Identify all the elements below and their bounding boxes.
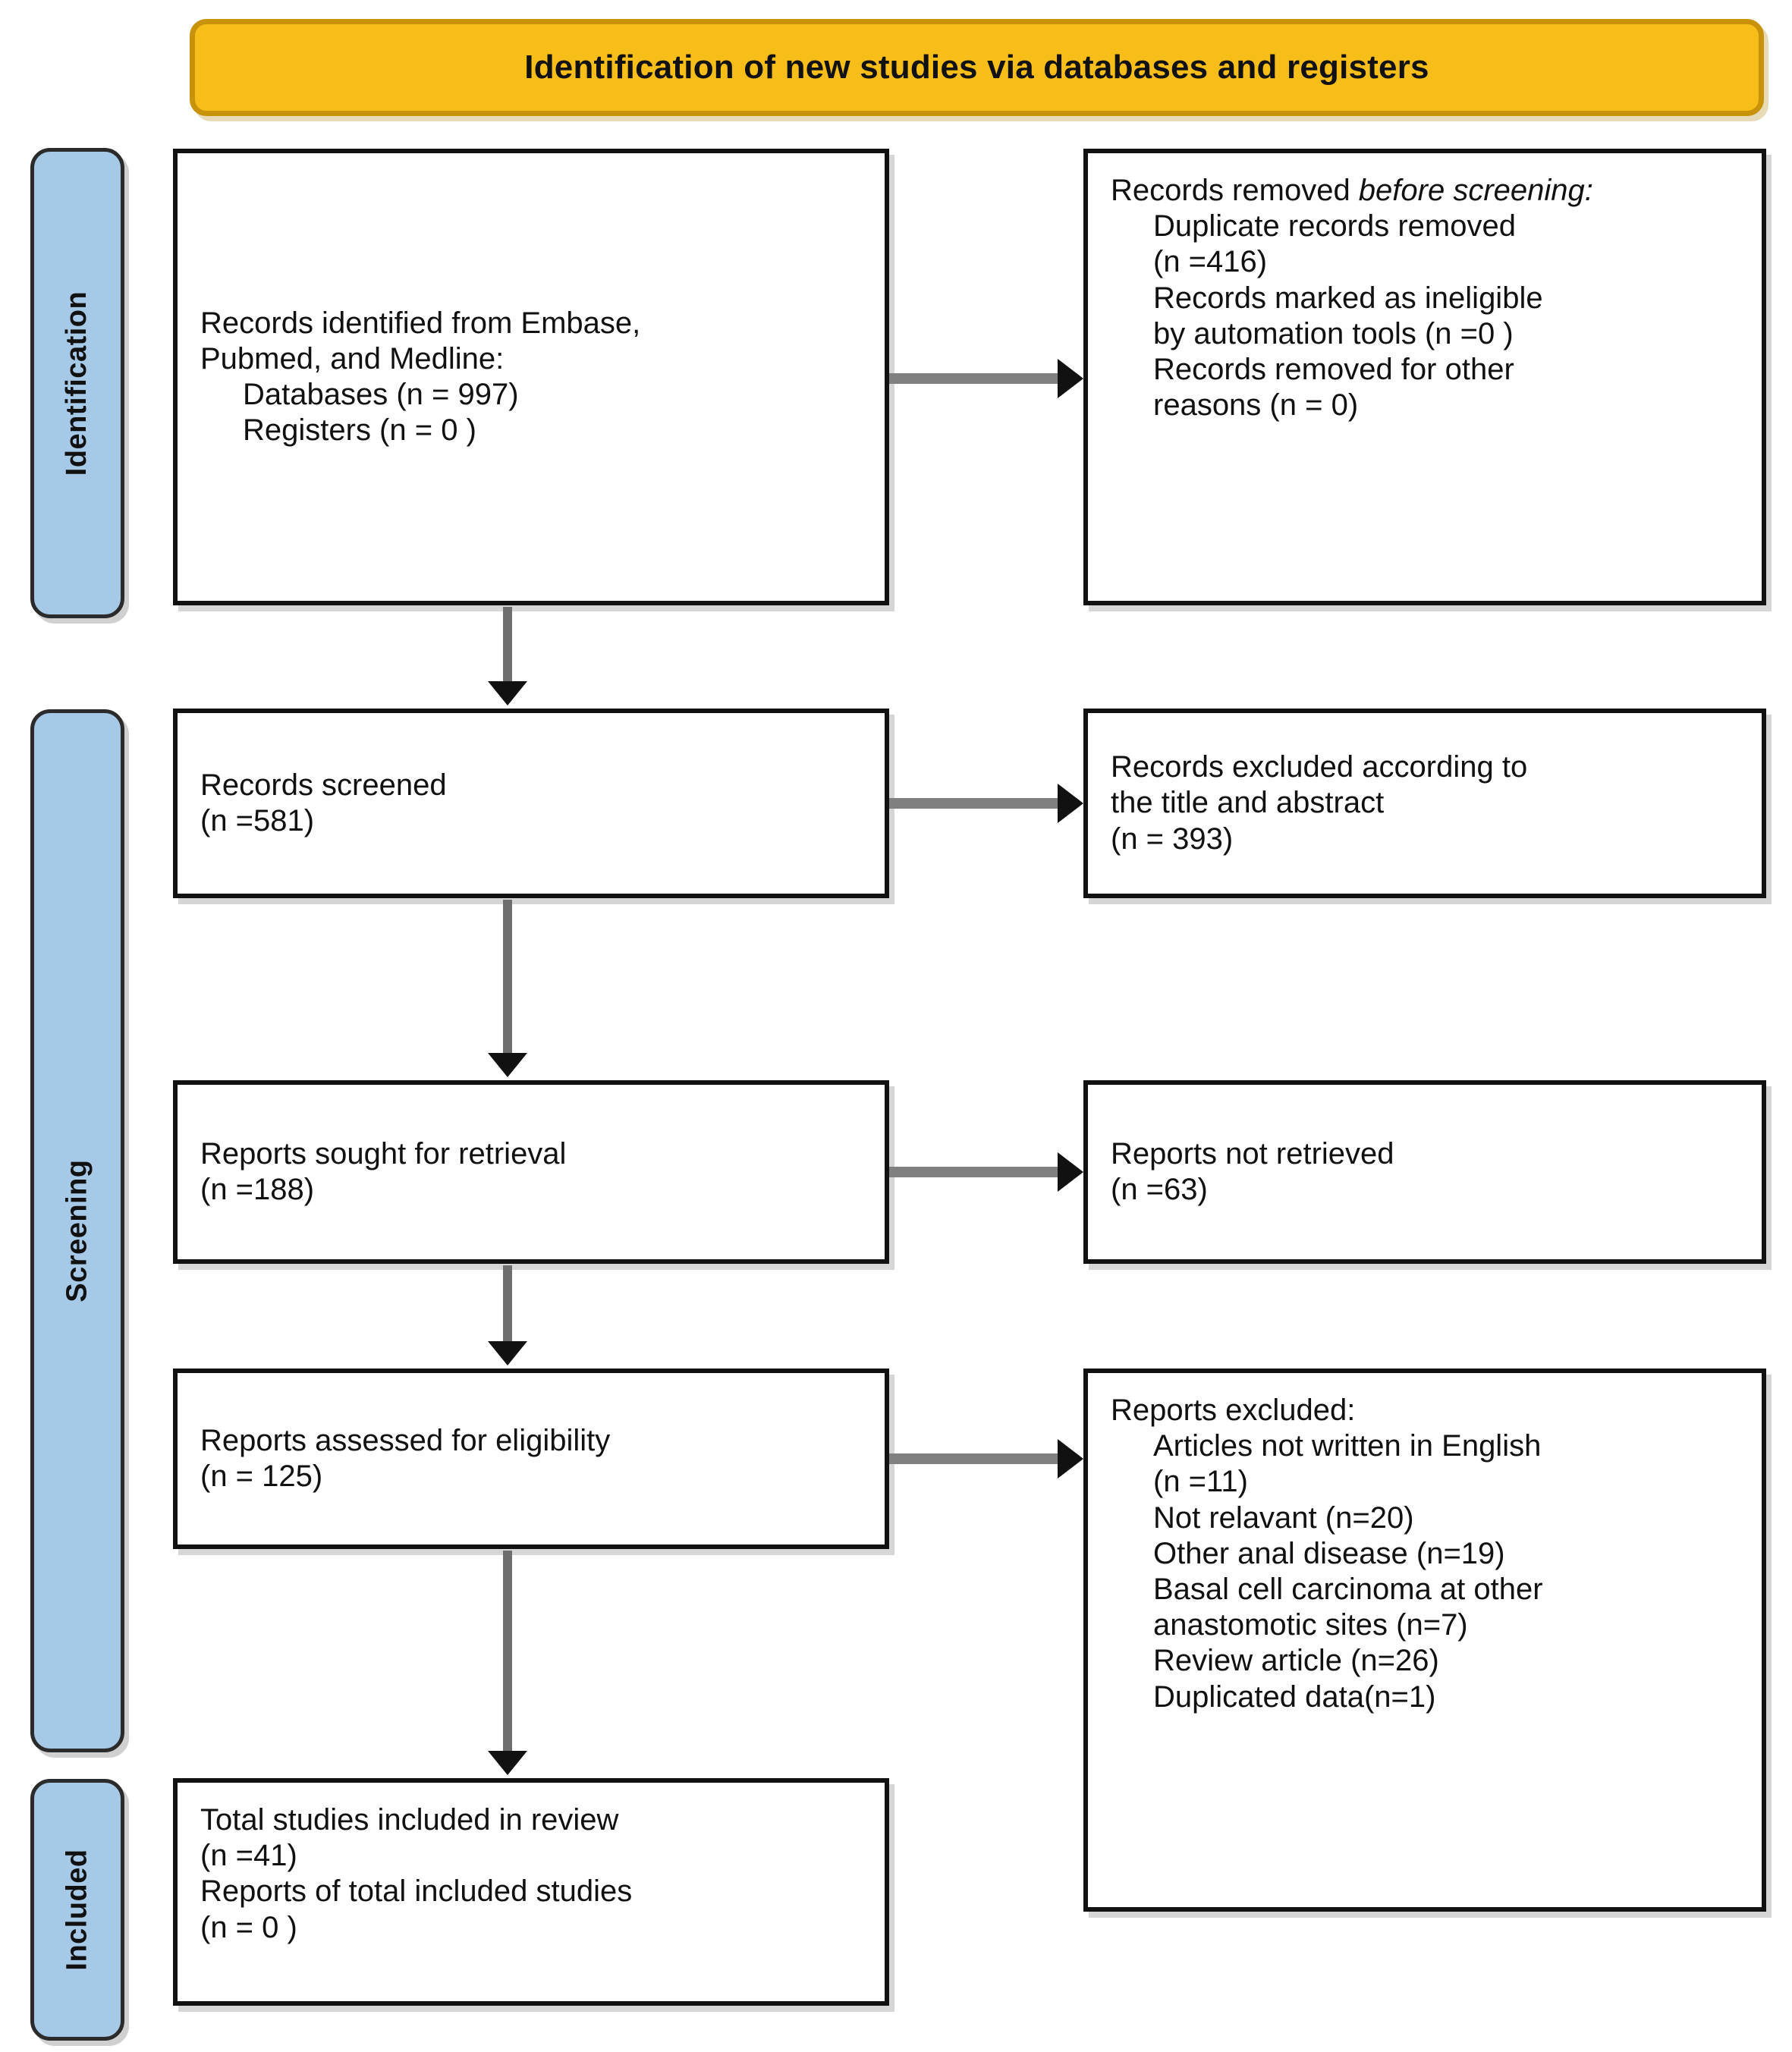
node-reports-sought-line-2: (n =188) <box>200 1173 315 1206</box>
node-reports-not-retrieved: Reports not retrieved (n =63) <box>1083 1080 1766 1264</box>
node-records-identified-line-4: Registers (n = 0 ) <box>243 413 476 448</box>
node-reports-excluded-line-5: Basal cell carcinoma at other <box>1153 1572 1543 1606</box>
node-reports-excluded-line-3: Not relavant (n=20) <box>1153 1501 1414 1535</box>
phase-tab-identification: Identification <box>30 148 124 618</box>
arrow-sought-to-assessed-icon <box>503 1265 512 1344</box>
node-reports-sought-for-retrieval: Reports sought for retrieval (n =188) <box>173 1080 889 1264</box>
node-reports-assessed-line-1: Reports assessed for eligibility <box>200 1423 611 1457</box>
node-total-studies-included-line-4: (n = 0 ) <box>200 1910 297 1944</box>
node-records-identified-line-1: Records identified from Embase, <box>200 306 641 340</box>
phase-tab-screening: Screening <box>30 709 124 1752</box>
node-records-screened-line-1: Records screened <box>200 768 447 802</box>
node-records-removed-line-6: reasons (n = 0) <box>1153 388 1359 423</box>
phase-tab-identification-label: Identification <box>61 291 93 476</box>
phase-tab-included: Included <box>30 1779 124 2041</box>
node-reports-not-retrieved-line-1: Reports not retrieved <box>1111 1136 1394 1171</box>
node-records-excluded-title-abstract: Records excluded according to the title … <box>1083 709 1766 898</box>
diagram-header-banner: Identification of new studies via databa… <box>190 19 1764 116</box>
node-records-removed-line-5: Records removed for other <box>1153 352 1514 386</box>
node-reports-excluded-line-1: Articles not written in English <box>1153 1429 1542 1463</box>
arrow-sought-to-not-retrieved-icon <box>889 1167 1061 1177</box>
node-reports-excluded-line-2: (n =11) <box>1153 1465 1248 1499</box>
node-records-excluded-ta-line-3: (n = 393) <box>1111 822 1234 856</box>
arrow-assessed-to-excluded-reports-icon <box>889 1453 1061 1464</box>
node-records-removed-line-1: Duplicate records removed <box>1153 209 1516 244</box>
arrow-identified-to-removed-icon <box>889 373 1061 384</box>
arrow-screened-to-excluded-ta-icon <box>889 798 1061 809</box>
node-records-screened: Records screened (n =581) <box>173 709 889 898</box>
node-reports-assessed-line-2: (n = 125) <box>200 1460 323 1493</box>
node-total-studies-included-line-2: (n =41) <box>200 1839 297 1873</box>
node-records-removed-heading-plain: Records removed <box>1111 174 1359 207</box>
node-reports-excluded-line-7: Review article (n=26) <box>1153 1644 1439 1678</box>
node-records-excluded-ta-line-2: the title and abstract <box>1111 786 1385 820</box>
node-reports-excluded: Reports excluded: Articles not written i… <box>1083 1369 1766 1912</box>
page-title: Identification of new studies via databa… <box>524 49 1429 86</box>
node-reports-assessed-for-eligibility: Reports assessed for eligibility (n = 12… <box>173 1369 889 1549</box>
node-reports-excluded-line-4: Other anal disease (n=19) <box>1153 1536 1505 1570</box>
node-reports-excluded-line-8: Duplicated data(n=1) <box>1153 1680 1436 1714</box>
arrow-screened-to-sought-icon <box>503 900 512 1056</box>
arrow-assessed-to-included-icon <box>503 1551 512 1754</box>
node-total-studies-included-line-3: Reports of total included studies <box>200 1874 633 1909</box>
node-reports-excluded-heading: Reports excluded: <box>1111 1394 1356 1427</box>
arrow-identified-to-screened-icon <box>503 607 512 684</box>
phase-tab-screening-label: Screening <box>61 1159 93 1303</box>
node-records-removed-before-screening: Records removed before screening: Duplic… <box>1083 149 1766 605</box>
node-records-excluded-ta-line-1: Records excluded according to <box>1111 750 1528 784</box>
node-records-removed-line-4: by automation tools (n =0 ) <box>1153 316 1514 350</box>
node-records-screened-line-2: (n =581) <box>200 804 315 837</box>
node-reports-not-retrieved-line-2: (n =63) <box>1111 1173 1208 1206</box>
node-total-studies-included: Total studies included in review (n =41)… <box>173 1778 889 2006</box>
node-records-identified-line-3: Databases (n = 997) <box>243 378 519 411</box>
node-records-identified: Records identified from Embase, Pubmed, … <box>173 149 889 605</box>
node-reports-sought-line-1: Reports sought for retrieval <box>200 1136 567 1171</box>
node-records-removed-line-2: (n =416) <box>1153 245 1268 279</box>
node-records-identified-line-2: Pubmed, and Medline: <box>200 341 505 376</box>
node-reports-excluded-line-6: anastomotic sites (n=7) <box>1153 1608 1468 1642</box>
node-records-removed-line-3: Records marked as ineligible <box>1153 281 1543 315</box>
node-total-studies-included-line-1: Total studies included in review <box>200 1803 619 1837</box>
phase-tab-included-label: Included <box>61 1849 93 1971</box>
node-records-removed-heading: Records removed before screening: <box>1111 173 1739 209</box>
node-records-removed-heading-italic: before screening: <box>1358 174 1593 207</box>
